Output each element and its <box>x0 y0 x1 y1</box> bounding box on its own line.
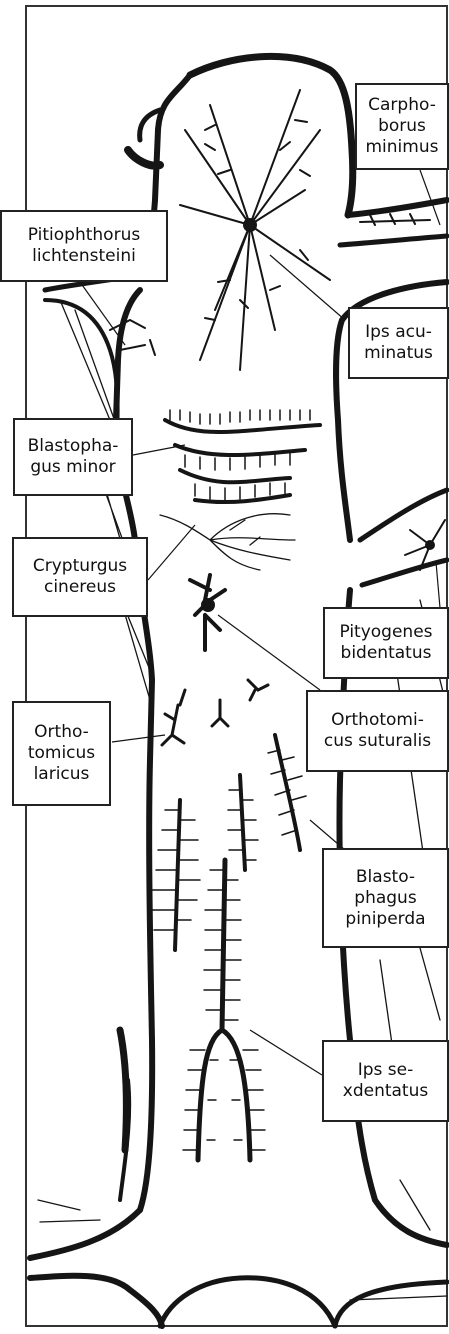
leader-orthotomicus-laricus <box>112 735 165 742</box>
label-ips-sexdentatus: Ips se- xdentatus <box>322 1040 449 1122</box>
label-ips-acuminatus: Ips acu- minatus <box>348 307 449 379</box>
label-blastophagus-piniperda: Blasto- phagus piniperda <box>322 848 449 948</box>
leader-crypturgus <box>148 525 195 580</box>
label-carphoborus-minimus: Carpho- borus minimus <box>355 83 449 170</box>
gallery-blastophagus-piniperda <box>175 735 300 950</box>
leader-orthotomicus-suturalis <box>218 615 320 690</box>
gallery-ips-acuminatus <box>180 90 330 370</box>
leader-ips-sexdentatus <box>250 1030 322 1075</box>
gallery-blastophagus-minor <box>165 420 320 502</box>
gallery-carphoborus <box>360 214 430 225</box>
label-crypturgus-cinereus: Crypturgus cinereus <box>12 537 148 617</box>
label-pitiophthorus-lichtensteini: Pitiophthorus lichtensteini <box>0 210 168 282</box>
gallery-orthotomicus-laricus <box>162 680 268 745</box>
leader-carphoborus <box>420 170 440 225</box>
leader-pityogenes <box>436 562 440 608</box>
label-orthotomicus-laricus: Ortho- tomicus laricus <box>12 701 111 806</box>
label-orthotomicus-suturalis: Orthotomi- cus suturalis <box>306 690 449 772</box>
label-blastophagus-minor: Blastopha- gus minor <box>13 418 133 496</box>
leader-blastophagus-minor <box>133 445 185 455</box>
gallery-orthotomicus-suturalis <box>190 575 225 650</box>
label-pityogenes-bidentatus: Pityogenes bidentatus <box>323 607 449 679</box>
